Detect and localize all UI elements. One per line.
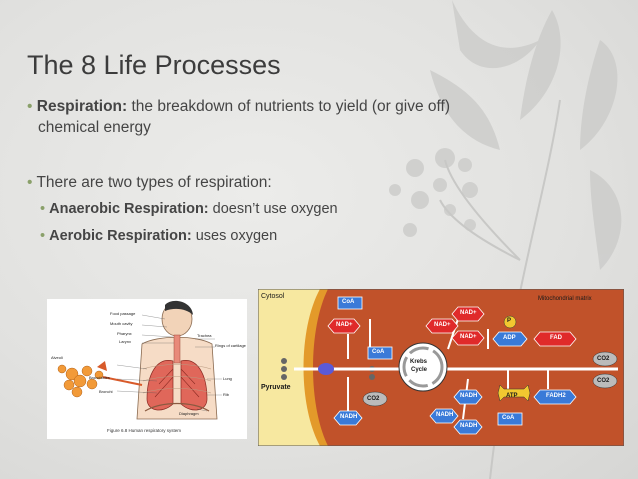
figure-caption: Figure 6.8 Human respiratory system [107,428,182,433]
cytosol-label: Cytosol [261,293,285,300]
bullet-types: • There are two types of respiration: [27,172,272,193]
sub-bullet-aerobic: • Aerobic Respiration: uses oxygen [40,228,277,244]
nad-label: NAD+ [434,322,451,328]
nadh-label: NADH [460,423,478,429]
nadh-label: NADH [340,414,358,420]
label-lung: Lung [223,376,232,381]
bullet-term: Respiration: [36,98,128,115]
sub-bullet-text: uses oxygen [191,228,278,244]
bullet-respiration: • Respiration: the breakdown of nutrient… [27,96,567,138]
adp-label: ADP [503,335,516,341]
p-label: P [507,318,512,324]
fad-label: FAD [550,335,562,341]
label-trachea: Trachea [197,333,212,338]
label-food-passage: Food passage [110,311,136,316]
coa-label: CoA [502,415,515,421]
cycle-label: Cycle [411,367,428,373]
label-bronchi: Bronchi [99,389,113,394]
label-rib: Rib [223,392,230,397]
coa-label: CoA [372,349,385,355]
mitochondrial-matrix-label: Mitochondrial matrix [538,296,592,302]
bullet-glyph: • [40,228,46,244]
nad-label: NAD+ [460,310,477,316]
co2-label: CO2 [597,378,610,384]
nad-label: NAD+ [460,334,477,340]
nadh-label: NADH [460,393,478,399]
bullet-glyph: • [40,201,46,217]
label-diaphragm: Diaphragm [179,411,199,416]
label-rings-of-cartilage: Rings of cartilage [215,343,246,348]
bullet-glyph: • [27,98,33,115]
co2-label: CO2 [597,356,610,362]
respiratory-diagram-icon [57,300,222,420]
krebs-label: Krebs [410,359,428,365]
sub-bullet-term: Aerobic Respiration: [49,228,192,244]
bullet-text: There are two types of respiration: [36,174,272,191]
nadh-label: NADH [436,412,454,418]
respiratory-system-figure: Food passage Mouth cavity Pharynx Larynx… [47,299,247,439]
label-mouth-cavity: Mouth cavity [110,321,133,326]
bullet-text: the breakdown of nutrients to yield (or … [127,98,450,115]
coa-label: CoA [342,299,355,305]
label-pharynx: Pharynx [117,331,132,336]
sub-bullet-anaerobic: • Anaerobic Respiration: doesn’t use oxy… [40,201,338,217]
krebs-cycle-figure: Cytosol Mitochondrial matrix Pyruvate Kr… [257,288,625,447]
fadh2-label: FADH2 [546,393,566,399]
label-larynx: Larynx [119,339,132,344]
label-bronchioles: Bronchioles [89,375,110,380]
pyruvate-label: Pyruvate [261,384,291,391]
sub-bullet-text: doesn’t use oxygen [208,201,338,217]
krebs-cycle-diagram-icon [257,288,625,447]
label-alveoli: Alveoli [51,355,63,360]
slide-title: The 8 Life Processes [27,50,281,80]
sub-bullet-term: Anaerobic Respiration: [49,201,209,217]
bullet-text-continued: chemical energy [38,119,151,136]
co2-label: CO2 [367,396,380,402]
nad-label: NAD+ [336,322,353,328]
bullet-glyph: • [27,174,33,191]
atp-label: ATP [506,393,518,399]
